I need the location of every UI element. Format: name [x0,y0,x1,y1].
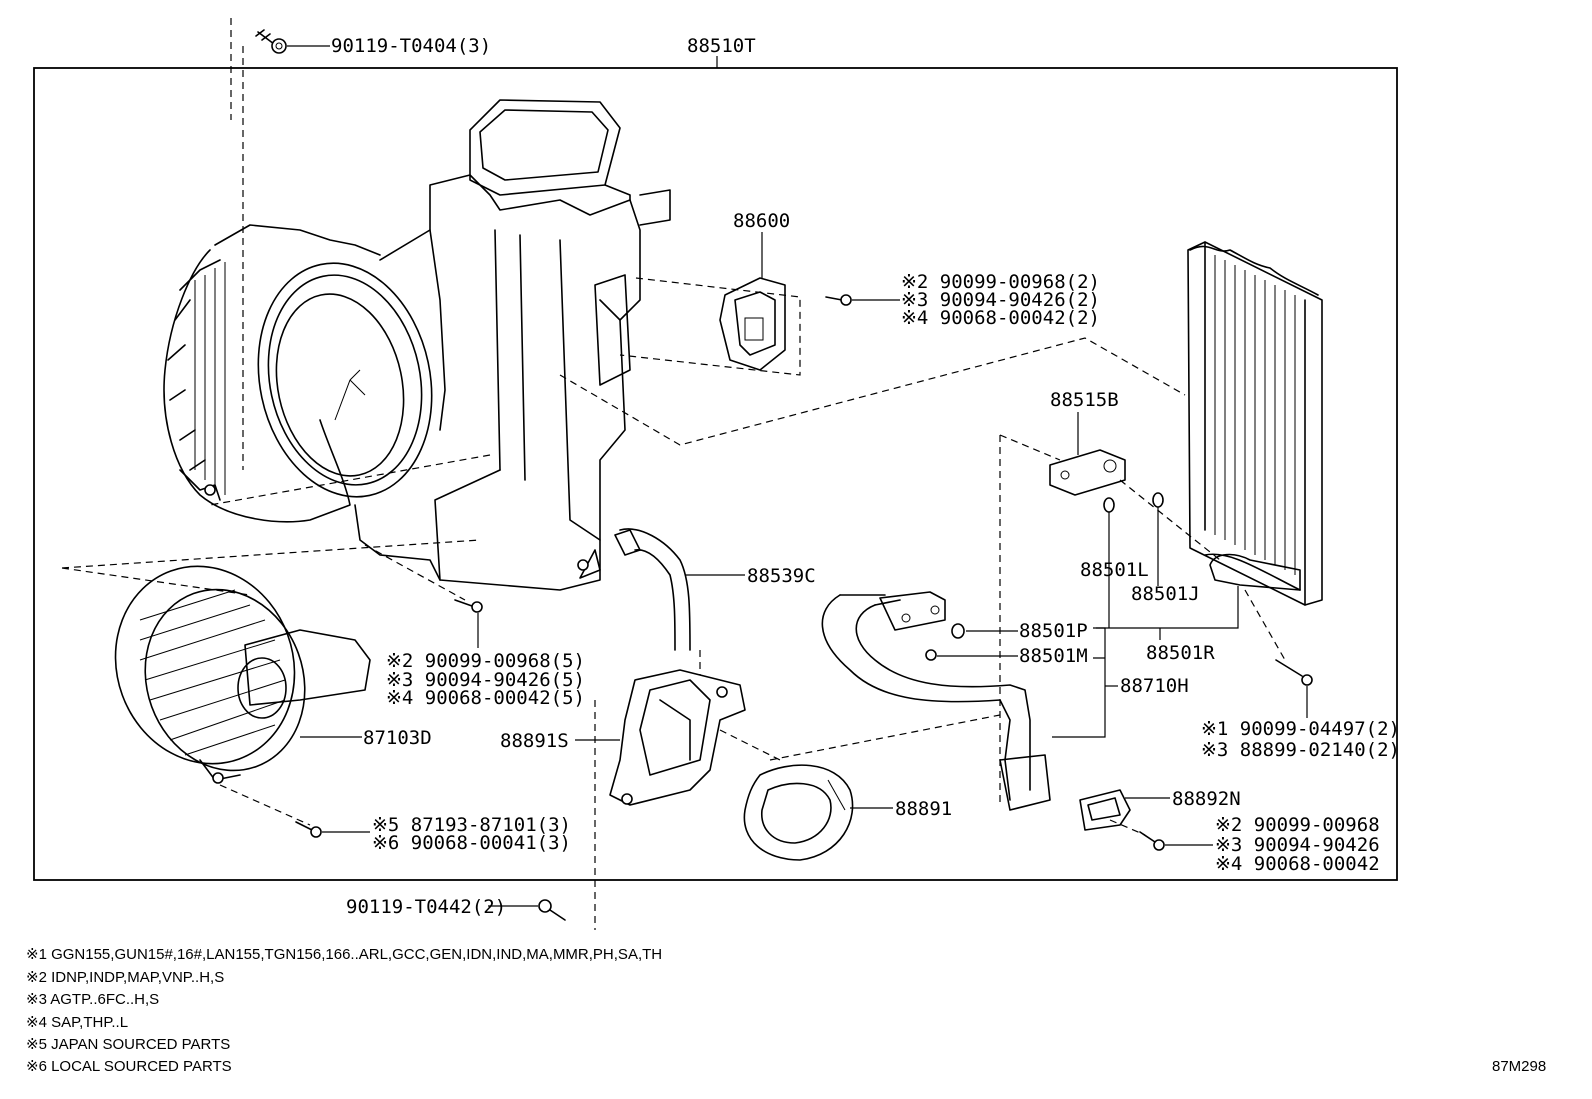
label-motor-screw-1[interactable]: ※5 87193-87101(3) [372,814,571,836]
label-case-screw-1[interactable]: ※2 90099-00968(5) [386,650,585,672]
label-88501j[interactable]: 88501J [1131,583,1200,605]
resistor-screw-icon [825,294,852,306]
label-clamp-screw-2[interactable]: ※3 90094-90426 [1215,834,1380,856]
bolt-right-icon [1275,659,1313,686]
note-3: ※3 AGTP..6FC..H,S [26,991,159,1008]
note-4: ※4 SAP,THP..L [26,1014,128,1031]
screw-top-icon [255,29,287,54]
label-88539c[interactable]: 88539C [747,565,816,587]
note-2: ※2 IDNP,INDP,MAP,VNP..H,S [26,969,224,986]
footnotes: ※1 GGN155,GUN15#,16#,LAN155,TGN156,166..… [26,946,662,1075]
note-5: ※5 JAPAN SOURCED PARTS [26,1036,230,1053]
damper-icon [609,669,746,806]
label-motor-screw-2[interactable]: ※6 90068-00041(3) [372,832,571,854]
note-6: ※6 LOCAL SOURCED PARTS [26,1058,232,1075]
label-88501m[interactable]: 88501M [1019,645,1088,667]
label-resistor-screw-2[interactable]: ※3 90094-90426(2) [901,289,1100,311]
label-screw-top[interactable]: 90119-T0404(3) [331,35,491,57]
oring-l-icon [1103,497,1115,513]
drain-hose-icon [614,528,691,651]
label-88710h[interactable]: 88710H [1120,675,1189,697]
clamp-icon [1079,789,1131,831]
label-88891s[interactable]: 88891S [500,730,569,752]
label-88510t[interactable]: 88510T [687,35,756,57]
label-88501r[interactable]: 88501R [1146,642,1215,664]
label-87103d[interactable]: 87103D [363,727,432,749]
label-88515b[interactable]: 88515B [1050,389,1119,411]
label-resistor-screw-3[interactable]: ※4 90068-00042(2) [901,307,1100,329]
label-88501p[interactable]: 88501P [1019,620,1088,642]
resistor-icon [719,277,786,371]
clamp-screw-icon [1139,831,1165,851]
label-88600[interactable]: 88600 [733,210,790,232]
label-bolt-right-1[interactable]: ※1 90099-04497(2) [1201,718,1400,740]
oring-j-icon [1152,492,1164,508]
blower-motor-icon [114,565,371,784]
oring-p-icon [951,623,965,639]
label-88892n[interactable]: 88892N [1172,788,1241,810]
label-bolt-right-2[interactable]: ※3 88899-02140(2) [1201,739,1400,761]
label-case-screw-2[interactable]: ※3 90094-90426(5) [386,669,585,691]
label-clamp-screw-1[interactable]: ※2 90099-00968 [1215,814,1380,836]
case-screw-icon [454,599,483,613]
seal-icon [743,764,854,861]
label-screw-bottom[interactable]: 90119-T0442(2) [346,896,506,918]
pipe-icon [821,591,1051,811]
label-88891[interactable]: 88891 [895,798,952,820]
expansion-valve-icon [1049,449,1126,496]
oring-m-icon [925,649,937,661]
label-resistor-screw-1[interactable]: ※2 90099-00968(2) [901,271,1100,293]
assembly-frame [33,67,1398,881]
blower-case-drawing [163,99,1186,591]
label-88501l[interactable]: 88501L [1080,559,1149,581]
screw-bottom-icon [538,899,566,921]
figure-code: 87M298 [1492,1058,1546,1075]
label-case-screw-3[interactable]: ※4 90068-00042(5) [386,687,585,709]
evaporator-icon [1187,241,1323,606]
motor-screw-icon [295,821,322,838]
note-1: ※1 GGN155,GUN15#,16#,LAN155,TGN156,166..… [26,946,662,963]
label-clamp-screw-3[interactable]: ※4 90068-00042 [1215,853,1380,875]
